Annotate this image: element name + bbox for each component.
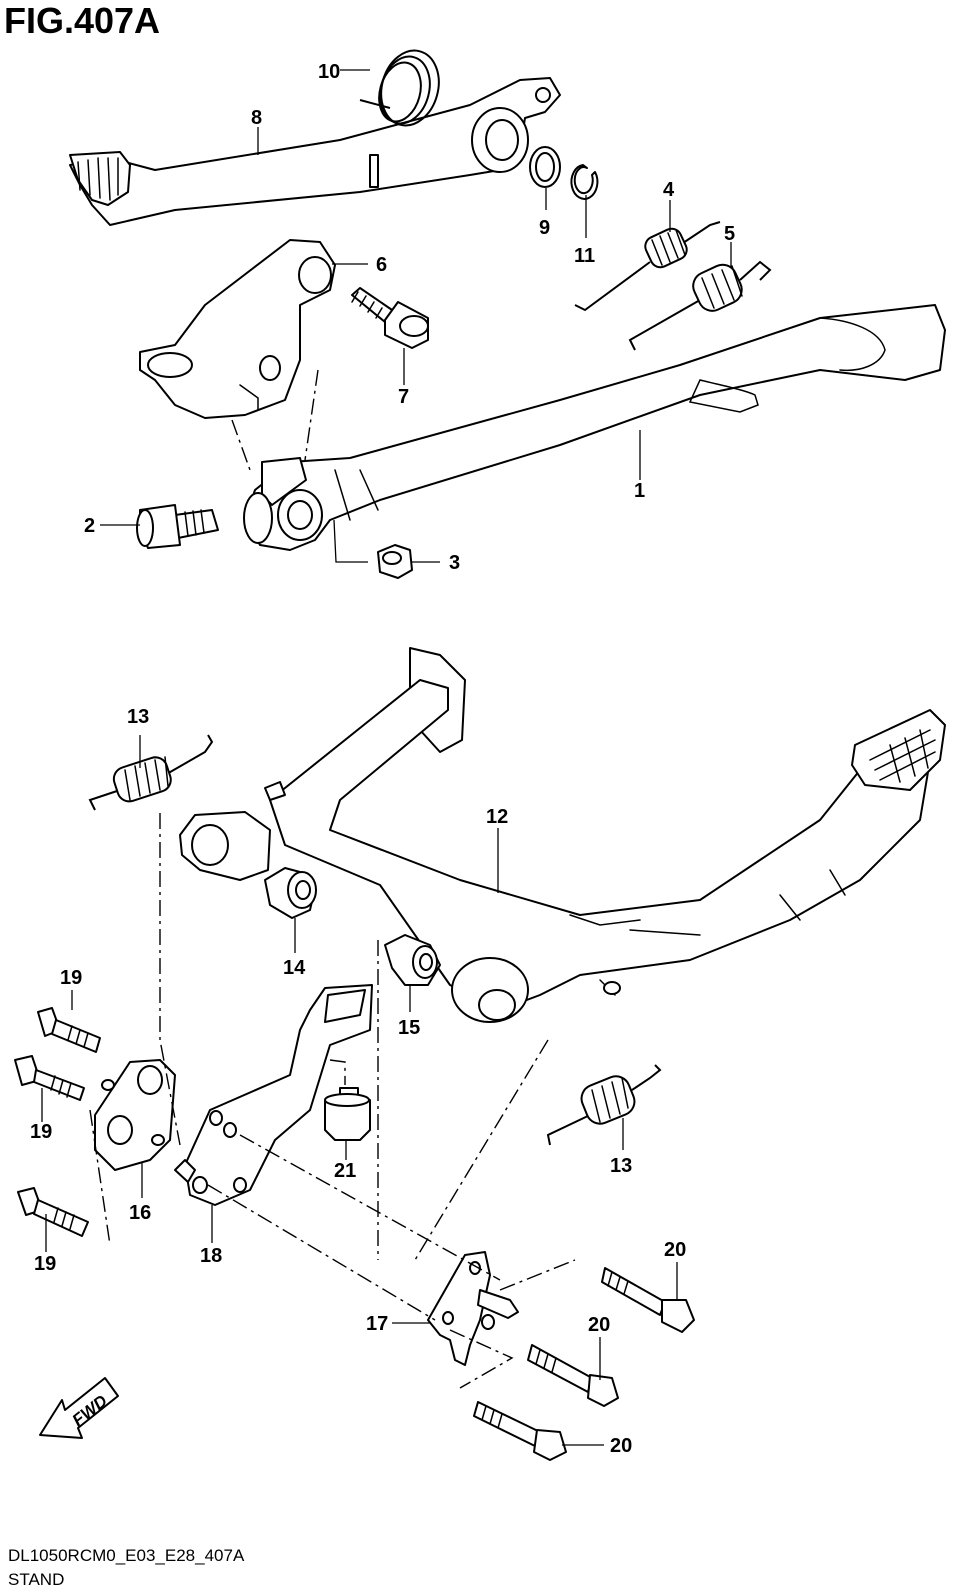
callout-20-b[interactable]: 20: [588, 1314, 610, 1336]
part-17-plate[interactable]: [427, 1251, 519, 1366]
leader-lines: [41, 69, 732, 1446]
part-18-bracket[interactable]: [174, 984, 373, 1206]
guide-line: [207, 1184, 436, 1321]
guide-line: [304, 369, 319, 461]
guide-line: [159, 813, 181, 1146]
part-2-bolt[interactable]: [136, 504, 219, 549]
callout-3[interactable]: 3: [449, 552, 460, 574]
part-9-washer-hole: [535, 152, 555, 182]
callout-18[interactable]: 18: [200, 1245, 222, 1267]
callout-21[interactable]: 21: [334, 1160, 356, 1182]
part-20-bolt-c[interactable]: [473, 1401, 567, 1461]
guide-line: [414, 1039, 549, 1261]
guide-line: [449, 1329, 514, 1389]
callout-20-a[interactable]: 20: [664, 1239, 686, 1261]
callout-17[interactable]: 17: [366, 1313, 388, 1335]
part-14-bushing[interactable]: [264, 867, 317, 919]
part-13-spring-upper[interactable]: [88, 734, 214, 811]
part-16-bracket[interactable]: [94, 1059, 176, 1171]
callout-12[interactable]: 12: [486, 806, 508, 828]
callout-16[interactable]: 16: [129, 1202, 151, 1224]
guide-line: [329, 1059, 346, 1085]
diagram-code: DL1050RCM0_E03_E28_407A: [8, 1546, 245, 1565]
callout-4[interactable]: 4: [663, 179, 675, 201]
callout-13-upper[interactable]: 13: [127, 706, 149, 728]
part-19-bolt-c[interactable]: [17, 1187, 89, 1237]
callout-13-lower[interactable]: 13: [610, 1155, 632, 1177]
part-13-spring-lower[interactable]: [546, 1064, 662, 1146]
part-7-bolt[interactable]: [351, 287, 429, 349]
callout-14[interactable]: 14: [283, 957, 306, 979]
callout-6[interactable]: 6: [376, 254, 387, 276]
fwd-arrow-icon: FWD: [39, 1377, 119, 1439]
callout-19-a[interactable]: 19: [60, 967, 82, 989]
guide-line: [89, 1109, 111, 1246]
guide-line: [231, 419, 251, 471]
part-11-circlip[interactable]: [570, 164, 599, 200]
part-8-brake-pedal[interactable]: [69, 77, 561, 226]
part-3-nut[interactable]: [377, 544, 413, 579]
callout-19-c[interactable]: 19: [34, 1253, 56, 1275]
callout-20-c[interactable]: 20: [610, 1435, 632, 1457]
part-20-bolt-a[interactable]: [601, 1267, 695, 1333]
callout-1[interactable]: 1: [634, 480, 645, 502]
part-15-bushing[interactable]: [384, 934, 441, 986]
callout-10[interactable]: 10: [318, 61, 340, 83]
callout-19-b[interactable]: 19: [30, 1121, 52, 1143]
callout-7[interactable]: 7: [398, 386, 409, 408]
part-19-bolt-a[interactable]: [37, 1007, 101, 1053]
part-20-bolt-b[interactable]: [527, 1344, 619, 1407]
callout-15[interactable]: 15: [398, 1017, 420, 1039]
guide-line: [499, 1259, 576, 1291]
part-10-spring[interactable]: [359, 44, 447, 132]
part-12-center-stand[interactable]: [179, 647, 946, 1023]
part-1-side-stand[interactable]: [243, 304, 946, 551]
diagram-subtitle: STAND: [8, 1570, 65, 1589]
part-21-damper[interactable]: [324, 1087, 371, 1141]
callout-8[interactable]: 8: [251, 107, 262, 129]
figure-title: FIG.407A: [4, 0, 161, 41]
callout-5[interactable]: 5: [724, 223, 735, 245]
part-6-bracket[interactable]: [139, 239, 336, 419]
callout-labels: 10 8 9 11 4 5 6 7 1 2 3 13 12 14 19 15 1…: [30, 61, 735, 1457]
part-4-spring[interactable]: [574, 221, 721, 312]
callout-11[interactable]: 11: [574, 245, 595, 267]
callout-2[interactable]: 2: [84, 515, 95, 537]
guide-line: [239, 1134, 501, 1281]
part-5-spring[interactable]: [628, 260, 772, 351]
part-19-bolt-b[interactable]: [14, 1055, 85, 1101]
callout-9[interactable]: 9: [539, 217, 550, 239]
